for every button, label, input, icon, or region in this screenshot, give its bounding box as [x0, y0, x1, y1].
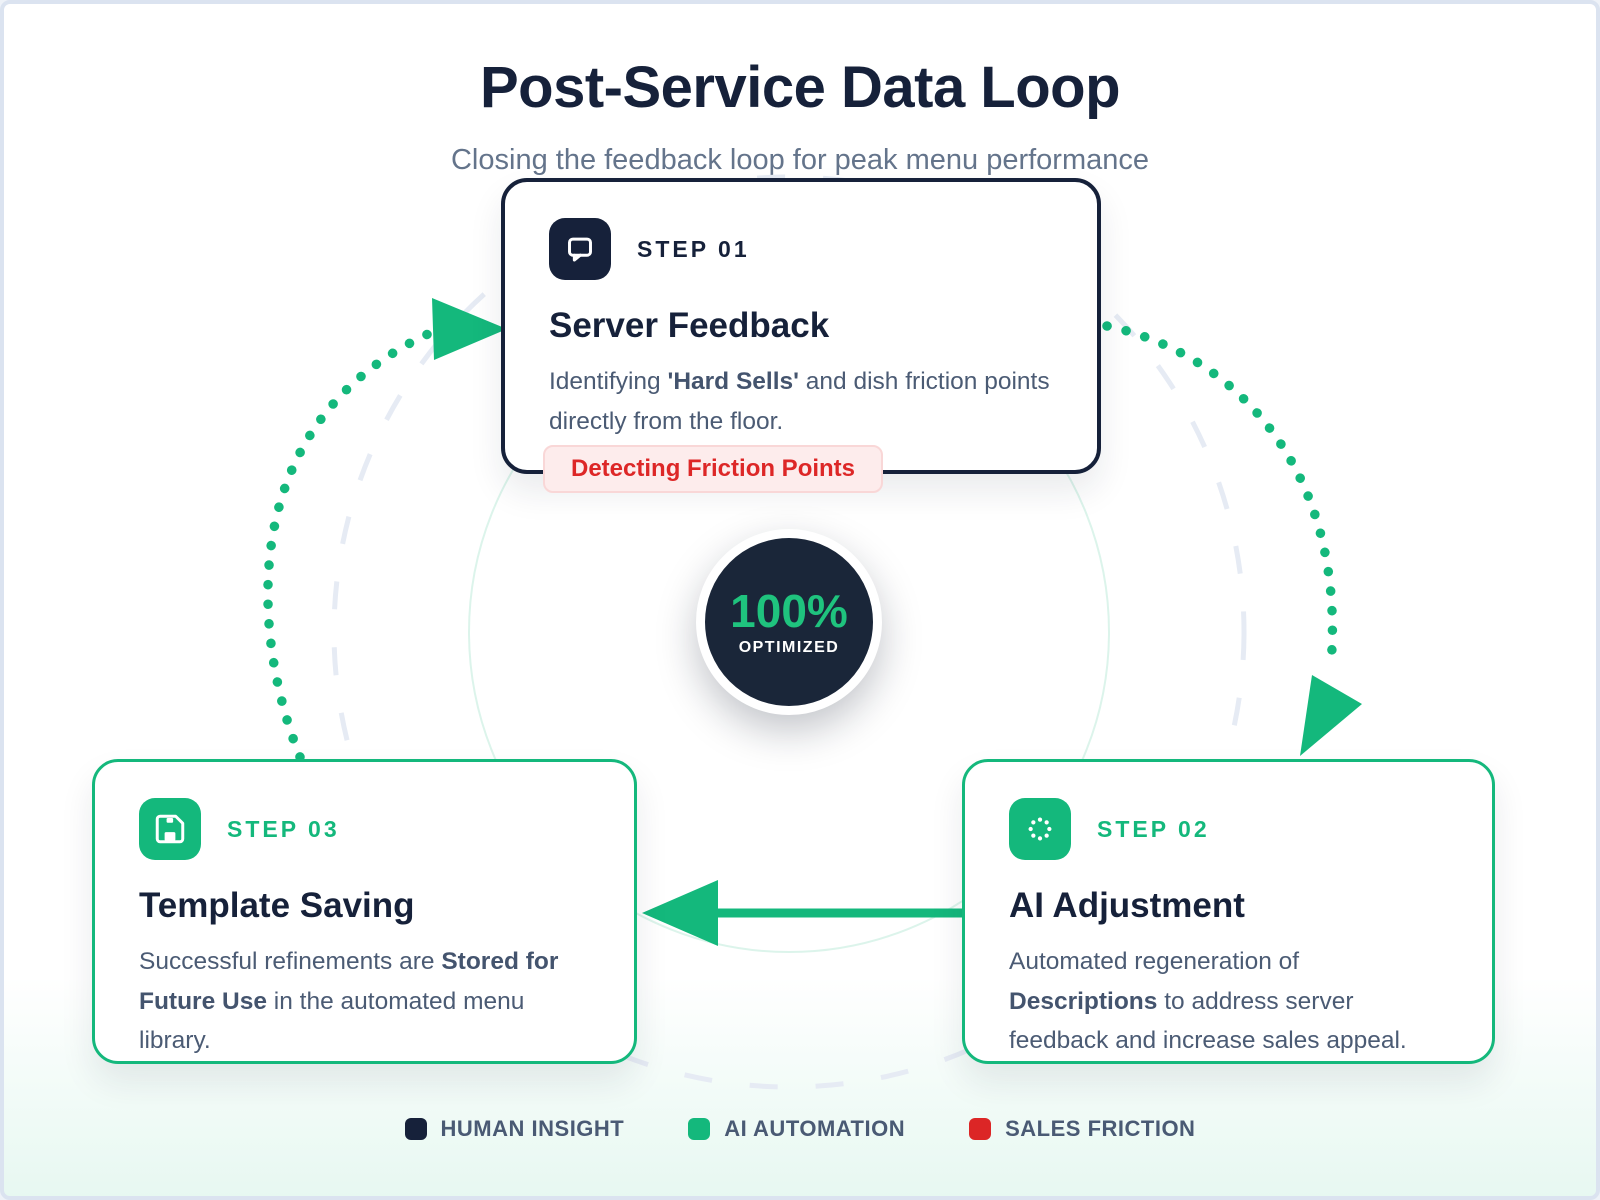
save-icon	[139, 798, 201, 860]
arrowhead-into-step3	[642, 880, 718, 946]
step-02-card: STEP 02 AI Adjustment Automated regenera…	[962, 759, 1495, 1064]
human-insight-swatch	[404, 1118, 427, 1140]
optimized-badge: 100% OPTIMIZED	[696, 529, 882, 715]
arrowhead-into-step2	[1300, 675, 1362, 756]
step-title: AI Adjustment	[1009, 886, 1245, 925]
arc-step3-to-step1	[263, 329, 433, 762]
optimized-label: OPTIMIZED	[738, 639, 840, 657]
step-03-header: STEP 03	[139, 798, 590, 860]
step-label: STEP 03	[227, 815, 340, 842]
legend-item-human-insight: HUMAN INSIGHT	[404, 1116, 625, 1142]
step-title: Server Feedback	[549, 306, 830, 345]
page-title: Post-Service Data Loop	[479, 55, 1121, 120]
step-title: Template Saving	[139, 886, 415, 925]
friction-badge: Detecting Friction Points	[543, 445, 884, 493]
step-02-header: STEP 02	[1009, 798, 1448, 860]
sales-friction-swatch	[969, 1118, 992, 1140]
ai-automation-swatch	[688, 1118, 711, 1140]
arc-step1-to-step2	[1102, 321, 1338, 669]
step-label: STEP 02	[1097, 815, 1210, 842]
step-01-card: STEP 01 Server Feedback Identifying 'Har…	[501, 178, 1101, 493]
page-subtitle: Closing the feedback loop for peak menu …	[450, 144, 1150, 176]
optimized-percentage: 100%	[730, 584, 848, 637]
arrowhead-into-step1	[432, 298, 507, 360]
step-description: Automated regeneration of Descriptions t…	[1009, 948, 1407, 1055]
step-description: Successful refinements are Stored for Fu…	[139, 948, 559, 1055]
step-label: STEP 01	[637, 235, 750, 262]
step-description: Identifying 'Hard Sells' and dish fricti…	[549, 368, 1050, 435]
legend-item-ai-automation: AI AUTOMATION	[688, 1116, 905, 1142]
chat-bubble-icon	[549, 218, 611, 280]
legend: HUMAN INSIGHT AI AUTOMATION SALES FRICTI…	[4, 1116, 1596, 1142]
spinner-dots-icon	[1009, 798, 1071, 860]
step-01-header: STEP 01	[549, 218, 1053, 280]
step-03-card: STEP 03 Template Saving Successful refin…	[92, 759, 637, 1064]
legend-item-sales-friction: SALES FRICTION	[969, 1116, 1195, 1142]
